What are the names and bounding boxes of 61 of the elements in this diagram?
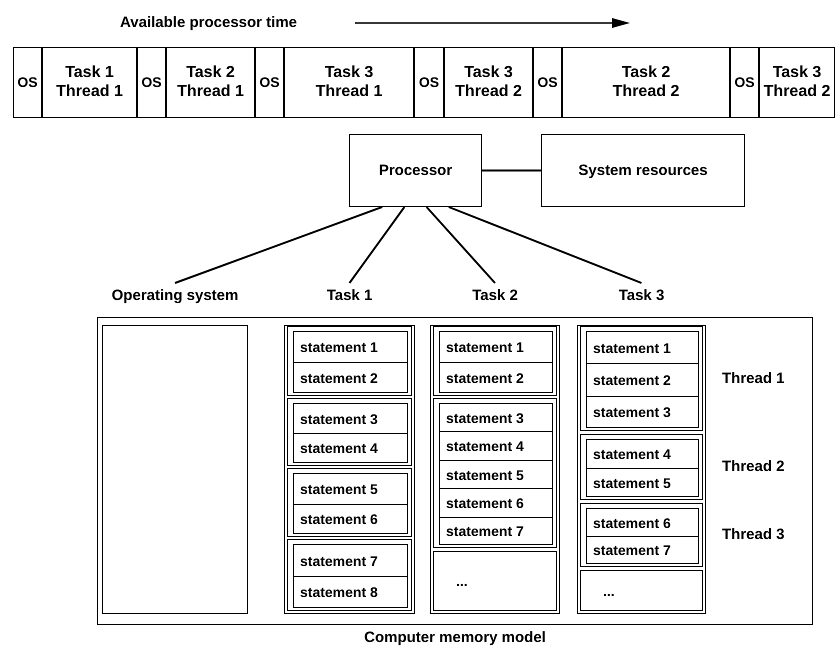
statement-box: statement 5 — [586, 468, 699, 497]
statement-box: statement 6 — [586, 508, 699, 538]
statement-box: statement 3 — [586, 396, 699, 428]
component-box: System resources — [541, 134, 745, 207]
statement-box: statement 5 — [439, 460, 553, 490]
column-heading: Task 1 — [326, 286, 374, 306]
time-slot: Task 2 Thread 2 — [562, 47, 730, 118]
column-heading: Task 2 — [471, 286, 519, 306]
thread-block — [433, 326, 557, 396]
column-heading: Operating system — [110, 286, 240, 306]
time-slot: Task 3 Thread 1 — [284, 47, 414, 118]
thread-block — [580, 434, 703, 500]
time-slot: OS — [730, 47, 759, 118]
statement-box: statement 6 — [439, 488, 553, 518]
statement-box: statement 1 — [439, 331, 553, 364]
thread-block — [287, 468, 412, 537]
time-slot: Task 3 Thread 2 — [444, 47, 533, 118]
time-slot: OS — [255, 47, 284, 118]
statement-box: statement 3 — [439, 403, 553, 433]
statement-box: statement 5 — [293, 473, 408, 505]
connector-line — [482, 170, 541, 172]
statement-box: statement 7 — [293, 544, 408, 578]
statement-box: statement 2 — [586, 363, 699, 398]
statement-box: statement 4 — [439, 431, 553, 462]
statement-box: statement 1 — [586, 331, 699, 365]
time-slot: OS — [414, 47, 444, 118]
statement-box: statement 1 — [293, 331, 408, 364]
time-slot: OS — [137, 47, 166, 118]
thread-label: Thread 3 — [722, 526, 785, 543]
thread-block — [580, 503, 703, 567]
thread-block — [287, 326, 412, 396]
component-box: Processor — [349, 134, 482, 207]
statement-box: statement 4 — [293, 433, 408, 463]
statement-box: statement 7 — [439, 516, 553, 545]
thread-label: Thread 1 — [722, 370, 785, 386]
statement-box: statement 6 — [293, 504, 408, 534]
time-slot: Task 3 Thread 2 — [759, 47, 835, 118]
time-slot: OS — [13, 47, 42, 118]
thread-block — [287, 398, 412, 466]
ellipsis-box: ... — [433, 551, 557, 611]
thread-block — [433, 398, 557, 548]
connector-line — [426, 206, 496, 284]
statement-box: statement 2 — [293, 362, 408, 393]
connector-line — [448, 206, 642, 284]
column-heading: Task 3 — [618, 286, 666, 306]
connector-line — [174, 206, 383, 284]
statement-box: statement 2 — [439, 362, 553, 393]
thread-block — [287, 539, 412, 611]
statement-box: statement 3 — [293, 403, 408, 434]
statement-box: statement 4 — [586, 439, 699, 470]
ellipsis-box: ... — [580, 570, 703, 611]
memory-caption: Computer memory model — [363, 628, 547, 647]
time-slot: Task 2 Thread 1 — [166, 47, 255, 118]
thread-block — [580, 326, 703, 431]
statement-box: statement 7 — [586, 536, 699, 564]
connector-line — [348, 206, 406, 284]
time-slot: OS — [533, 47, 562, 118]
statement-box: statement 8 — [293, 576, 408, 608]
time-slot: Task 1 Thread 1 — [42, 47, 137, 118]
axis-label: Available processor time — [120, 14, 298, 31]
thread-label: Thread 2 — [722, 458, 785, 475]
